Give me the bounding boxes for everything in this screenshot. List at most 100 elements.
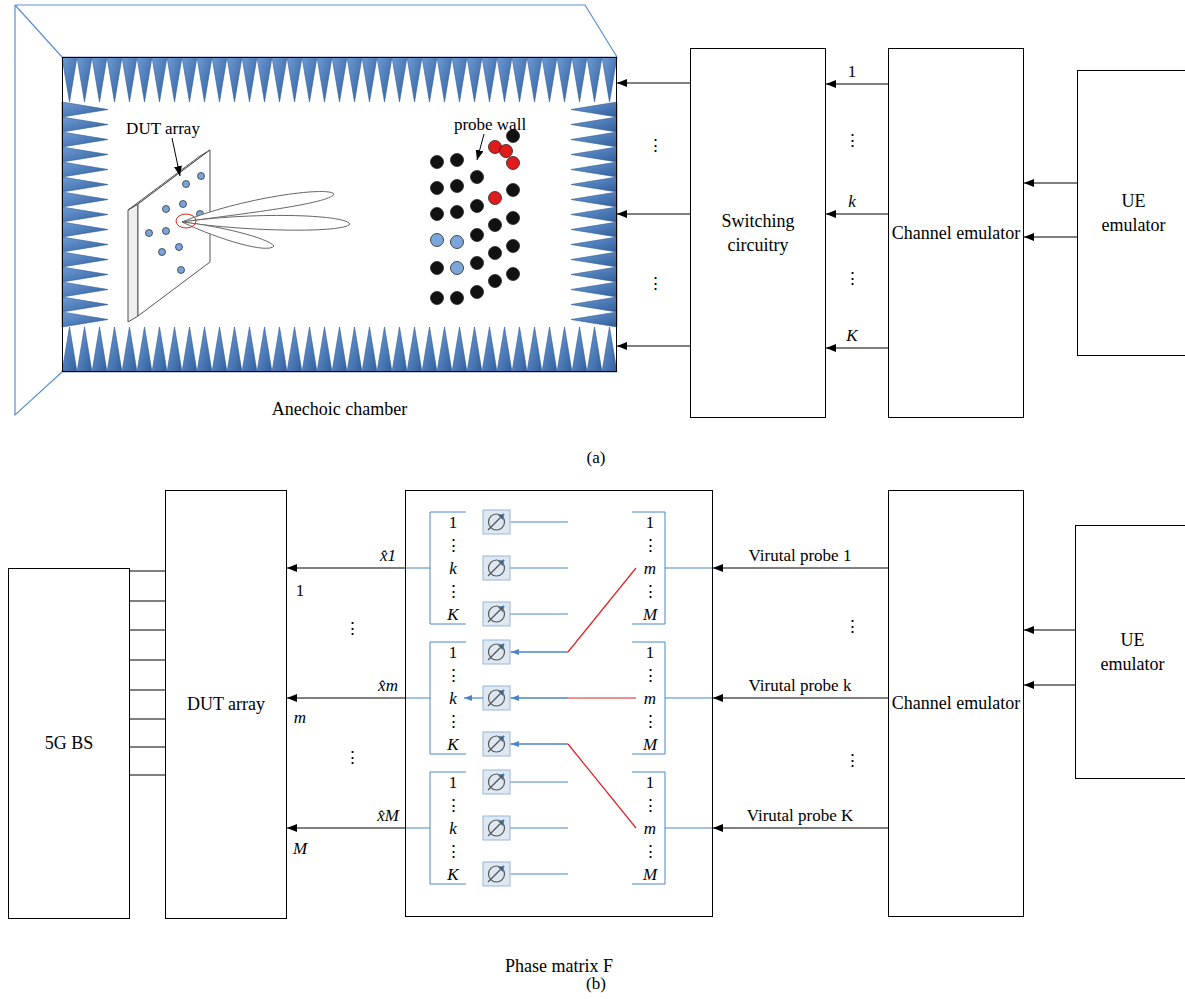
node-label: 5G BS xyxy=(45,731,94,755)
connector xyxy=(287,567,405,568)
port-number: 1 xyxy=(296,582,305,599)
edge-label: Virutal probe K xyxy=(747,807,854,824)
index-label: m xyxy=(644,690,656,707)
connector xyxy=(130,629,165,630)
connector xyxy=(287,827,405,828)
connector xyxy=(713,827,888,828)
index-label: ⋮ xyxy=(642,713,659,730)
bs-box: 5G BS xyxy=(8,568,130,919)
emulator-box: Channel emulator xyxy=(888,48,1024,418)
chamber-outline xyxy=(15,5,617,415)
emulator-box: Channel emulator xyxy=(888,490,1024,917)
connector xyxy=(1024,236,1077,237)
node-label: Switching circuitry xyxy=(691,209,825,258)
connector xyxy=(1024,684,1075,685)
connector xyxy=(713,567,888,568)
index-label: ⋮ xyxy=(445,843,462,860)
ellipsis: ⋮ xyxy=(647,275,664,292)
part-label: DUT array xyxy=(126,120,200,137)
ellipsis: ⋮ xyxy=(844,270,861,287)
ellipsis: ⋮ xyxy=(344,749,361,766)
connector xyxy=(130,746,165,747)
ellipsis: ⋮ xyxy=(844,618,861,635)
leader-arrow xyxy=(172,138,180,176)
dut-box: DUT array xyxy=(165,490,287,919)
index-label: K xyxy=(447,606,458,623)
node-label: UE emulator xyxy=(1093,628,1173,677)
node-label: Channel emulator xyxy=(892,691,1020,715)
connector xyxy=(826,347,888,348)
connector xyxy=(826,213,888,214)
port-number: M xyxy=(293,840,307,857)
index-label: k xyxy=(449,820,457,837)
dut-slab xyxy=(128,150,210,322)
edge-label: k xyxy=(848,193,856,210)
index-label: 1 xyxy=(449,514,458,531)
node-label: UE emulator xyxy=(1094,189,1174,238)
connector xyxy=(130,570,165,571)
index-label: ⋮ xyxy=(642,797,659,814)
ellipsis: ⋮ xyxy=(844,752,861,769)
index-label: M xyxy=(643,866,657,883)
figure-label: (b) xyxy=(586,975,606,992)
connector xyxy=(130,600,165,601)
beam-lobes xyxy=(176,192,350,249)
connector xyxy=(826,83,888,84)
edge-label: K xyxy=(846,327,857,344)
connector xyxy=(713,697,888,698)
connector xyxy=(617,82,690,83)
index-label: ⋮ xyxy=(445,713,462,730)
ellipsis: ⋮ xyxy=(344,620,361,637)
index-label: M xyxy=(643,606,657,623)
connector xyxy=(1024,629,1075,630)
index-label: 1 xyxy=(449,644,458,661)
node-label: Anechoic chamber xyxy=(272,397,407,421)
index-label: m xyxy=(644,560,656,577)
index-label: ⋮ xyxy=(642,843,659,860)
connector xyxy=(617,213,690,214)
connector xyxy=(130,689,165,690)
index-label: ⋮ xyxy=(642,667,659,684)
index-label: 1 xyxy=(646,644,655,661)
index-label: M xyxy=(643,736,657,753)
switching-box: Switching circuitry xyxy=(690,48,826,418)
ellipsis: ⋮ xyxy=(647,137,664,154)
phase-shifter-groups xyxy=(405,510,713,886)
part-label: probe wall xyxy=(454,116,526,133)
index-label: ⋮ xyxy=(445,583,462,600)
index-label: k xyxy=(449,690,457,707)
probe-dots xyxy=(431,130,520,305)
node-label: DUT array xyxy=(187,692,265,716)
index-label: ⋮ xyxy=(642,537,659,554)
edge-label: Virutal probe 1 xyxy=(749,547,852,564)
edge-label: x̂M xyxy=(377,807,399,824)
edge-label: x̂1 xyxy=(380,547,396,564)
connector xyxy=(1024,182,1077,183)
index-label: 1 xyxy=(449,774,458,791)
index-label: K xyxy=(447,866,458,883)
leader-arrow xyxy=(477,134,484,160)
emulator-box: UE emulator xyxy=(1075,525,1185,779)
ellipsis: ⋮ xyxy=(844,132,861,149)
edge-label: Virutal probe k xyxy=(749,677,852,694)
index-label: 1 xyxy=(646,774,655,791)
index-label: 1 xyxy=(646,514,655,531)
connector xyxy=(130,659,165,660)
index-label: K xyxy=(447,736,458,753)
index-label: k xyxy=(449,560,457,577)
index-label: ⋮ xyxy=(445,667,462,684)
connector xyxy=(287,697,405,698)
edge-label: x̂m xyxy=(378,677,398,694)
port-number: m xyxy=(294,709,306,726)
connector xyxy=(130,774,165,775)
connector xyxy=(617,345,690,346)
connector xyxy=(130,718,165,719)
emulator-box: UE emulator xyxy=(1077,70,1185,356)
absorber xyxy=(62,57,617,372)
index-label: ⋮ xyxy=(445,797,462,814)
figure-label: (a) xyxy=(587,449,606,466)
index-label: ⋮ xyxy=(445,537,462,554)
node-label: Channel emulator xyxy=(892,221,1020,245)
index-label: m xyxy=(644,820,656,837)
edge-label: 1 xyxy=(848,63,857,80)
